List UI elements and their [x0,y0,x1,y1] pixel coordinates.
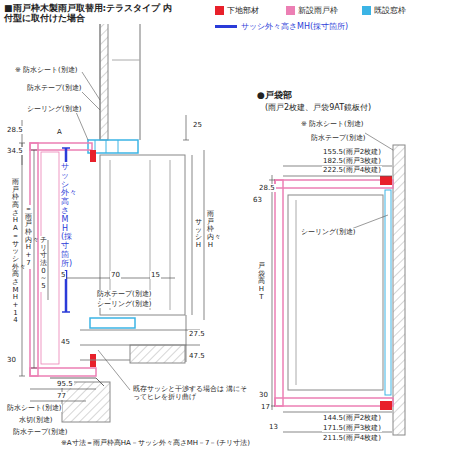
vertical-dimension-label: 雨戸枠内々H [207,210,214,250]
annotation-label: 144.5(雨戸2枚建) [322,414,382,422]
annotation-label: 30 [258,391,269,399]
annotation-label: 防水シート(別途) [6,404,62,412]
annotation-label: 70 [110,271,121,279]
annotation-label: 既存サッシと干渉する場合は 溝にそってヒレを折り曲げ [132,385,252,401]
annotation-label: 45 [60,338,71,346]
annotation-label: 防水テープ(別途) [310,134,366,142]
annotation-label: 15 [150,271,161,279]
annotation-label: 防水テープ(別途) [26,84,82,92]
legend-item: サッシ外々高さMH(採寸箇所) [215,21,348,32]
annotation-label: シーリング(別途) [300,228,356,236]
legend-text: サッシ外々高さMH(採寸箇所) [241,21,348,32]
diagram-title: ■雨戸枠木製雨戸取替用:テラスタイプ 内付型に取付けた場合 [3,3,177,24]
legend-swatch [286,6,295,15]
legend-text: 既設窓枠 [374,5,406,16]
legend-swatch [215,6,224,15]
annotation-label: (雨戸2枚建、戸袋9AT鏡板付) [264,103,372,112]
annotation-label: 30 [6,356,17,364]
annotation-label: 171.5(雨戸3枚建) [322,424,382,432]
legend-item: 新設雨戸枠 [286,5,338,16]
right-section [269,133,405,435]
annotation-label: 防水テープ(別途) [96,290,152,298]
legend-text: 新設雨戸枠 [298,5,338,16]
annotation-label: ※A寸法＝雨戸枠高HA－サッシ外々高さMH－7－(チリ寸法) [60,439,251,447]
legend-line-sample [215,25,237,28]
annotation-label: 28.5 [258,184,276,192]
annotation-label: ※ 防水シート(別途) [300,120,365,128]
left-section [19,18,204,422]
vertical-dimension-label: 戸袋高HT [258,262,265,302]
annotation-label: 水切(別途) [18,416,53,424]
annotation-label: 17 [260,403,271,411]
annotation-label: 155.5(雨戸2枚建) [322,148,382,156]
annotation-label: 63 [252,196,263,204]
vertical-dimension-label: ＝雨戸枠内々H+7 [25,205,32,269]
vertical-dimension-label: 雨戸枠高さHA＝サッシ外々高さMH+14 [12,178,19,326]
annotation-label: 222.5(雨戸4枚建) [322,166,382,174]
annotation-label: 34.5 [6,147,24,155]
annotation-label: 25 [192,121,203,129]
annotation-label: 182.5(雨戸3枚建) [322,157,382,165]
annotation-label: 47.5 [188,352,206,360]
annotation-label: 95.5 [56,380,74,388]
vertical-dimension-label: チリ寸法0～5 [40,236,47,292]
legend-item: 既設窓枠 [362,5,406,16]
annotation-label: シーリング(別途) [96,300,152,308]
legend-item: 下地部材 [215,5,259,16]
annotation-label: シーリング(別途) [26,105,82,113]
annotation-label: 211.5(雨戸4枚建) [322,434,382,442]
vertical-dimension-label: サッシ外々高さMH(採寸箇所) [61,162,69,270]
annotation-label: 77 [56,392,67,400]
annotation-label: 28.5 [6,126,24,134]
legend-text: 下地部材 [227,5,259,16]
annotation-label: 13 [268,423,279,431]
annotation-label: 27.5 [188,330,206,338]
annotation-label: 防水テープ(別途) [12,428,68,436]
vertical-dimension-label: サッシH [195,218,202,251]
legend-swatch [362,6,371,15]
annotation-label: ●戸袋部 [256,90,293,100]
annotation-label: A [56,128,63,136]
annotation-label: 5 [60,271,66,279]
annotation-label: ※ 防水シート(別途) [14,66,79,74]
